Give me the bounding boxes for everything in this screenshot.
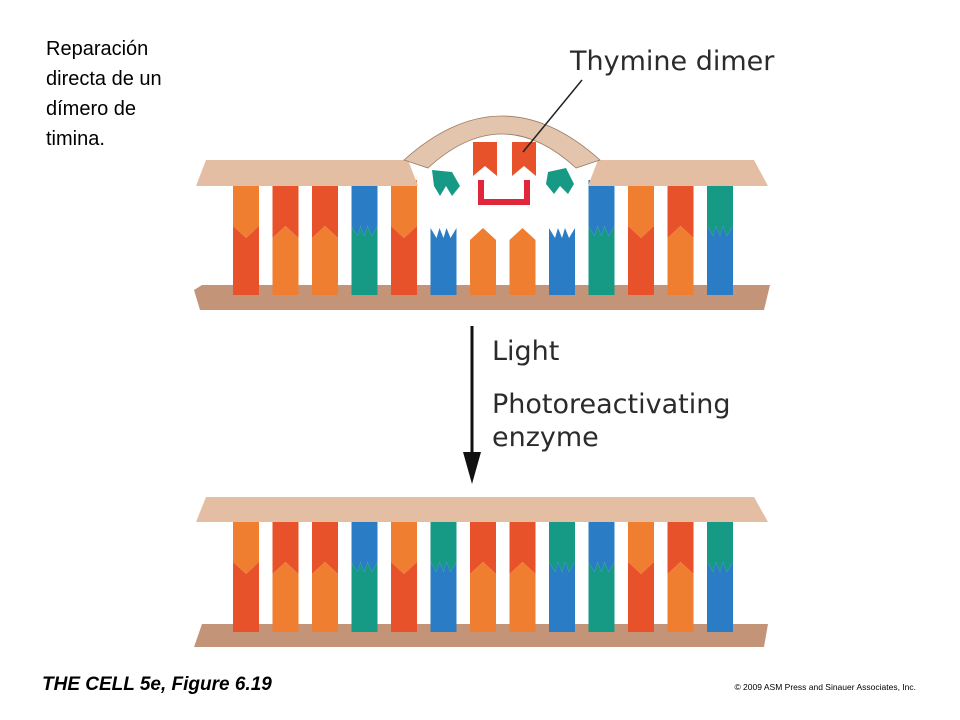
top-base bbox=[628, 180, 654, 238]
enzyme-label-line1: Photoreactivating bbox=[492, 389, 730, 420]
base-pair bbox=[588, 180, 615, 295]
bottom-base bbox=[351, 562, 378, 632]
top-base bbox=[430, 520, 457, 572]
repaired-dna-strand bbox=[194, 497, 768, 647]
base-pair bbox=[549, 520, 575, 632]
base-pair bbox=[628, 180, 654, 295]
bottom-base bbox=[667, 226, 694, 295]
base-pair bbox=[272, 180, 299, 295]
base-pair bbox=[509, 520, 536, 632]
bottom-base bbox=[272, 226, 299, 295]
top-base bbox=[549, 520, 575, 572]
photolyase-enzyme bbox=[403, 115, 601, 169]
reaction-arrow-head bbox=[463, 452, 481, 484]
top-backbone bbox=[196, 497, 768, 522]
base-pair bbox=[470, 228, 496, 295]
bottom-base bbox=[549, 228, 575, 295]
base-pair bbox=[707, 520, 733, 632]
top-base bbox=[470, 520, 496, 574]
base-pair bbox=[430, 520, 457, 632]
base-pair bbox=[391, 180, 417, 295]
base-pair bbox=[588, 520, 615, 632]
base-pair bbox=[312, 180, 338, 295]
bottom-base bbox=[707, 562, 733, 632]
base-pair bbox=[470, 520, 496, 632]
bottom-base bbox=[391, 562, 417, 632]
bottom-base bbox=[509, 228, 536, 295]
top-base bbox=[272, 180, 299, 238]
bottom-base bbox=[667, 562, 694, 632]
top-base bbox=[391, 520, 417, 574]
copyright-notice: © 2009 ASM Press and Sinauer Associates,… bbox=[734, 682, 916, 692]
top-base bbox=[588, 520, 615, 572]
flipped-base-right bbox=[546, 168, 574, 194]
top-base bbox=[233, 520, 259, 574]
base-pair bbox=[233, 520, 259, 632]
light-label: Light bbox=[492, 336, 559, 367]
thymine-dimer-label: Thymine dimer bbox=[569, 46, 775, 77]
base-pair bbox=[272, 520, 299, 632]
bottom-base bbox=[707, 226, 733, 295]
top-base bbox=[667, 180, 694, 238]
bottom-base bbox=[430, 228, 457, 295]
bottom-base bbox=[312, 226, 338, 295]
base-pair bbox=[509, 228, 536, 295]
bottom-base bbox=[233, 562, 259, 632]
flipped-base-left bbox=[432, 170, 460, 196]
dimer-thymine-right bbox=[512, 142, 536, 176]
top-base bbox=[707, 520, 733, 572]
base-pair bbox=[549, 228, 575, 295]
top-base bbox=[707, 180, 733, 236]
enzyme-label-line2: enzyme bbox=[492, 422, 599, 453]
top-base bbox=[351, 520, 378, 572]
top-base bbox=[312, 520, 338, 574]
top-base bbox=[351, 180, 378, 236]
base-pair bbox=[628, 520, 654, 632]
base-pair bbox=[707, 180, 733, 295]
base-pair bbox=[391, 520, 417, 632]
base-pair bbox=[667, 520, 694, 632]
bottom-base bbox=[272, 562, 299, 632]
top-base bbox=[272, 520, 299, 574]
base-pair bbox=[312, 520, 338, 632]
top-base bbox=[509, 520, 536, 574]
bottom-base bbox=[430, 562, 457, 632]
base-pair bbox=[351, 180, 378, 295]
bottom-base bbox=[470, 562, 496, 632]
damaged-dna-strand bbox=[194, 115, 770, 310]
bottom-base bbox=[588, 562, 615, 632]
top-base bbox=[588, 180, 615, 236]
figure-credit: THE CELL 5e, Figure 6.19 bbox=[42, 674, 272, 695]
bottom-base bbox=[391, 226, 417, 295]
base-pair bbox=[667, 180, 694, 295]
top-backbone-right bbox=[588, 160, 768, 186]
bottom-base bbox=[312, 562, 338, 632]
base-pair bbox=[233, 180, 259, 295]
top-backbone-left bbox=[196, 160, 418, 186]
top-base bbox=[667, 520, 694, 574]
base-pair bbox=[351, 520, 378, 632]
bottom-base bbox=[233, 226, 259, 295]
top-base bbox=[233, 180, 259, 238]
base-pair bbox=[430, 228, 457, 295]
bottom-base bbox=[588, 226, 615, 295]
thymine-dimer-pointer bbox=[522, 79, 583, 153]
bottom-base bbox=[628, 562, 654, 632]
dimer-thymine-left bbox=[473, 142, 497, 176]
top-base bbox=[312, 180, 338, 238]
bottom-base bbox=[549, 562, 575, 632]
slide-caption: Reparación directa de un dímero de timin… bbox=[46, 38, 162, 150]
bottom-base bbox=[509, 562, 536, 632]
bottom-base bbox=[470, 228, 496, 295]
bottom-base bbox=[351, 226, 378, 295]
top-base bbox=[391, 180, 417, 238]
bottom-base bbox=[628, 226, 654, 295]
dimer-bond bbox=[478, 180, 530, 205]
top-base bbox=[628, 520, 654, 574]
